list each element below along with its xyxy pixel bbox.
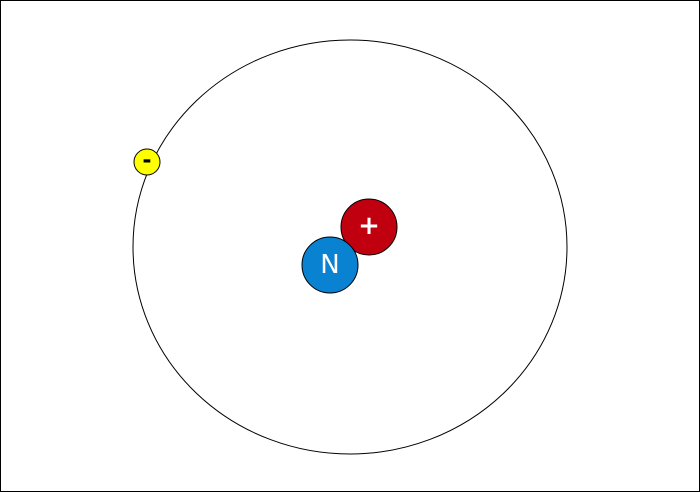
proton-circle: [340, 198, 398, 256]
electron-circle: [133, 148, 161, 176]
electron-symbol: -: [142, 149, 151, 174]
electron: -: [133, 148, 161, 176]
neutron: N: [301, 236, 359, 294]
neutron-circle: [301, 236, 359, 294]
proton: +: [340, 198, 398, 256]
proton-symbol: +: [358, 211, 380, 241]
neutron-symbol: N: [320, 250, 339, 280]
electron-orbit: [132, 39, 568, 455]
